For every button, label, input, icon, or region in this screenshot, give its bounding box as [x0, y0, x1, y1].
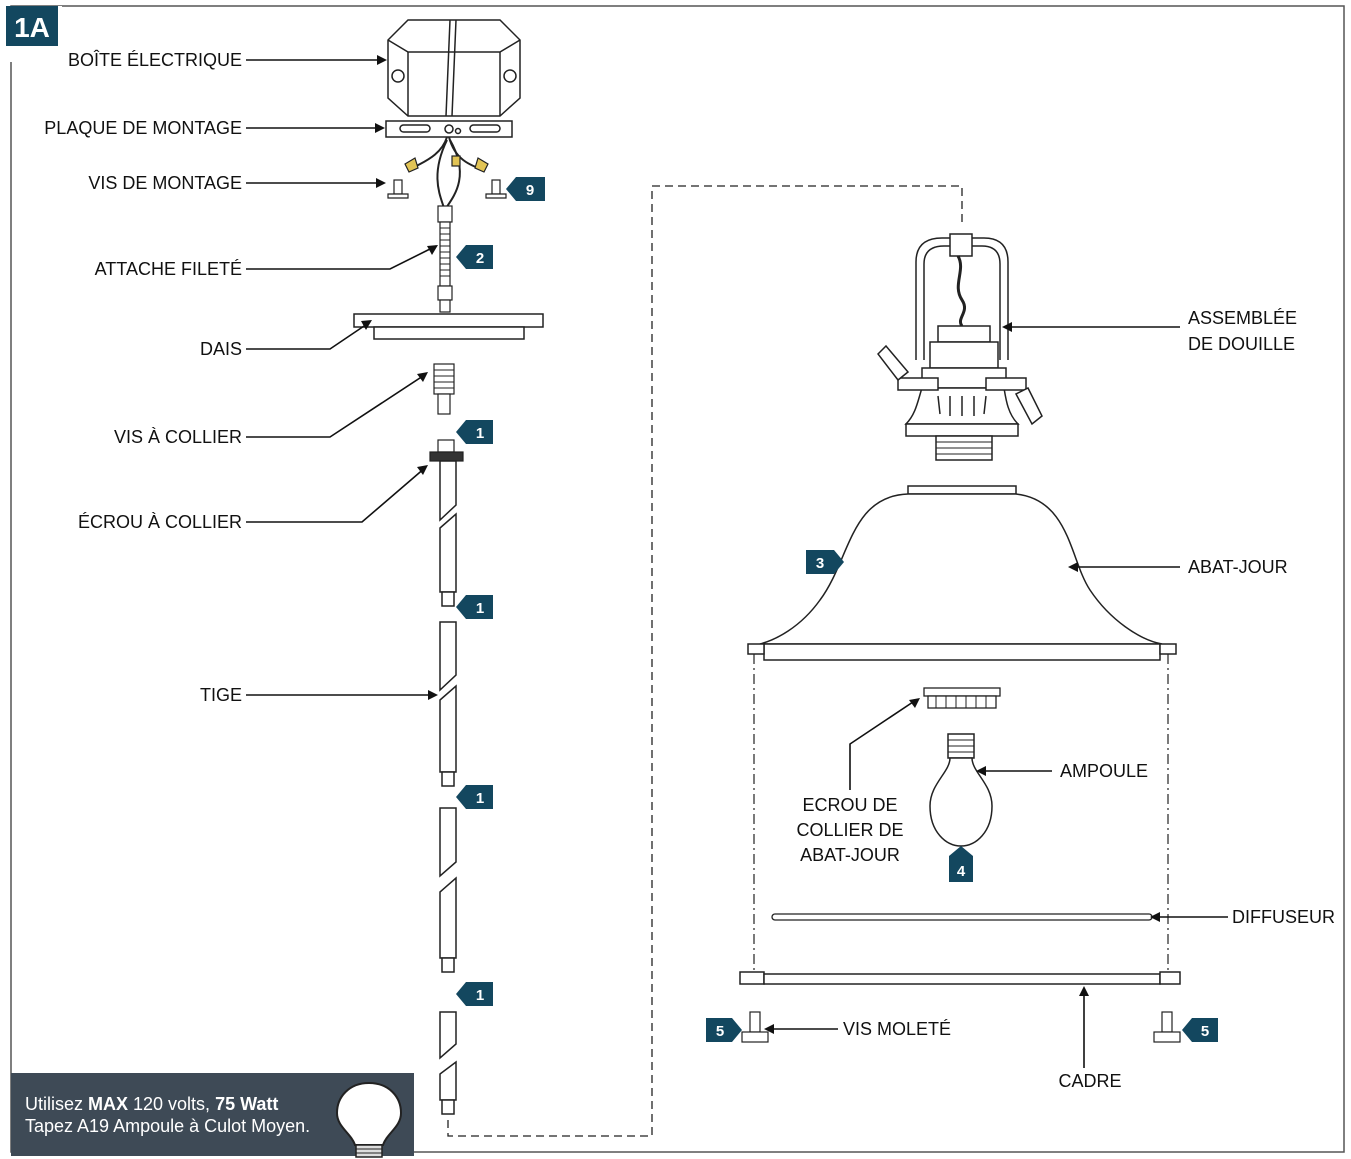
note-text-volts: 120 volts, [128, 1094, 216, 1114]
label-collar-screw: VIS À COLLIER [114, 427, 242, 447]
svg-text:1: 1 [476, 790, 484, 807]
label-mounting-screws: VIS DE MONTAGE [88, 173, 242, 193]
note-text: Utilisez [25, 1094, 89, 1114]
note-watt: 75 Watt [215, 1094, 279, 1114]
page-label: 1A [6, 6, 62, 62]
wire-nuts [404, 155, 489, 173]
alignment-lines [753, 654, 1169, 972]
label-diffuser: DIFFUSEUR [1232, 907, 1335, 927]
bulb-spec-note: Utilisez MAX 120 volts, 75 Watt Tapez A1… [11, 1073, 414, 1158]
labels: BOÎTE ÉLECTRIQUE PLAQUE DE MONTAGE VIS D… [44, 50, 1335, 1091]
page-label-text: 1A [14, 12, 50, 43]
svg-text:1: 1 [476, 987, 484, 1004]
threaded-nipple [437, 205, 453, 313]
label-collar-nut: ÉCROU À COLLIER [78, 512, 242, 532]
svg-text:1: 1 [476, 600, 484, 617]
note-line-2: Tapez A19 Ampoule à Culot Moyen. [25, 1116, 311, 1136]
collar-nut [429, 439, 464, 462]
svg-text:5: 5 [1201, 1023, 1209, 1040]
step-badge-1d: 1 [456, 982, 493, 1006]
leader-lines-right [768, 326, 1228, 1068]
step-badge-1c: 1 [456, 785, 493, 809]
step-badge-2: 2 [456, 245, 493, 269]
label-mounting-plate: PLAQUE DE MONTAGE [44, 118, 242, 138]
step-badges: 9 2 1 1 1 1 3 4 [456, 177, 1218, 1042]
diffuser [771, 913, 1153, 921]
mounting-plate [385, 120, 513, 138]
note-line-1: Utilisez MAX 120 volts, 75 Watt [25, 1093, 278, 1115]
socket-assembly [877, 233, 1043, 461]
note-max: MAX [88, 1094, 129, 1114]
wires [411, 136, 485, 209]
label-shade-nut-1: ECROU DE [802, 795, 897, 815]
label-electrical-box: BOÎTE ÉLECTRIQUE [68, 50, 242, 70]
collar-screw [433, 363, 455, 415]
step-badge-4: 4 [949, 846, 973, 882]
mounting-screws [387, 179, 507, 199]
arrow-heads-left [361, 55, 438, 700]
label-socket-assembly-2: DE DOUILLE [1188, 334, 1295, 354]
label-frame: CADRE [1058, 1071, 1121, 1091]
dashed-connector [447, 185, 963, 1137]
step-badge-3: 3 [806, 550, 844, 574]
svg-text:5: 5 [716, 1023, 724, 1040]
svg-text:1: 1 [476, 425, 484, 442]
step-badge-9: 9 [506, 177, 545, 201]
label-bulb: AMPOULE [1060, 761, 1148, 781]
svg-text:9: 9 [526, 182, 534, 199]
label-canopy: DAIS [200, 339, 242, 359]
label-threaded-nipple: ATTACHE FILETÉ [95, 259, 242, 279]
canopy [353, 313, 544, 340]
step-badge-1a: 1 [456, 420, 493, 444]
label-socket-assembly-1: ASSEMBLÉE [1188, 308, 1297, 328]
step-badge-5a: 5 [706, 1018, 742, 1042]
step-badge-1b: 1 [456, 595, 493, 619]
svg-text:3: 3 [816, 555, 824, 572]
arrow-heads-right [764, 322, 1160, 1034]
label-stem: TIGE [200, 685, 242, 705]
diagram-frame [10, 5, 1345, 1153]
label-thumb-screw: VIS MOLETÉ [843, 1019, 951, 1039]
label-shade-nut-3: ABAT-JOUR [800, 845, 900, 865]
label-shade-nut-2: COLLIER DE [796, 820, 903, 840]
shade-collar-nut [923, 687, 1001, 709]
svg-text:2: 2 [476, 250, 484, 267]
light-bulb [929, 733, 993, 847]
label-shade: ABAT-JOUR [1188, 557, 1288, 577]
svg-text:4: 4 [957, 863, 966, 880]
thumb-screws [741, 1011, 1181, 1043]
electrical-box [387, 19, 521, 117]
lamp-frame [739, 971, 1181, 985]
stem-sections [439, 460, 457, 1115]
light-bulb-icon [335, 1081, 403, 1158]
step-badge-5b: 5 [1182, 1018, 1218, 1042]
leader-lines-left [246, 59, 437, 696]
lamp-shade [747, 485, 1177, 661]
